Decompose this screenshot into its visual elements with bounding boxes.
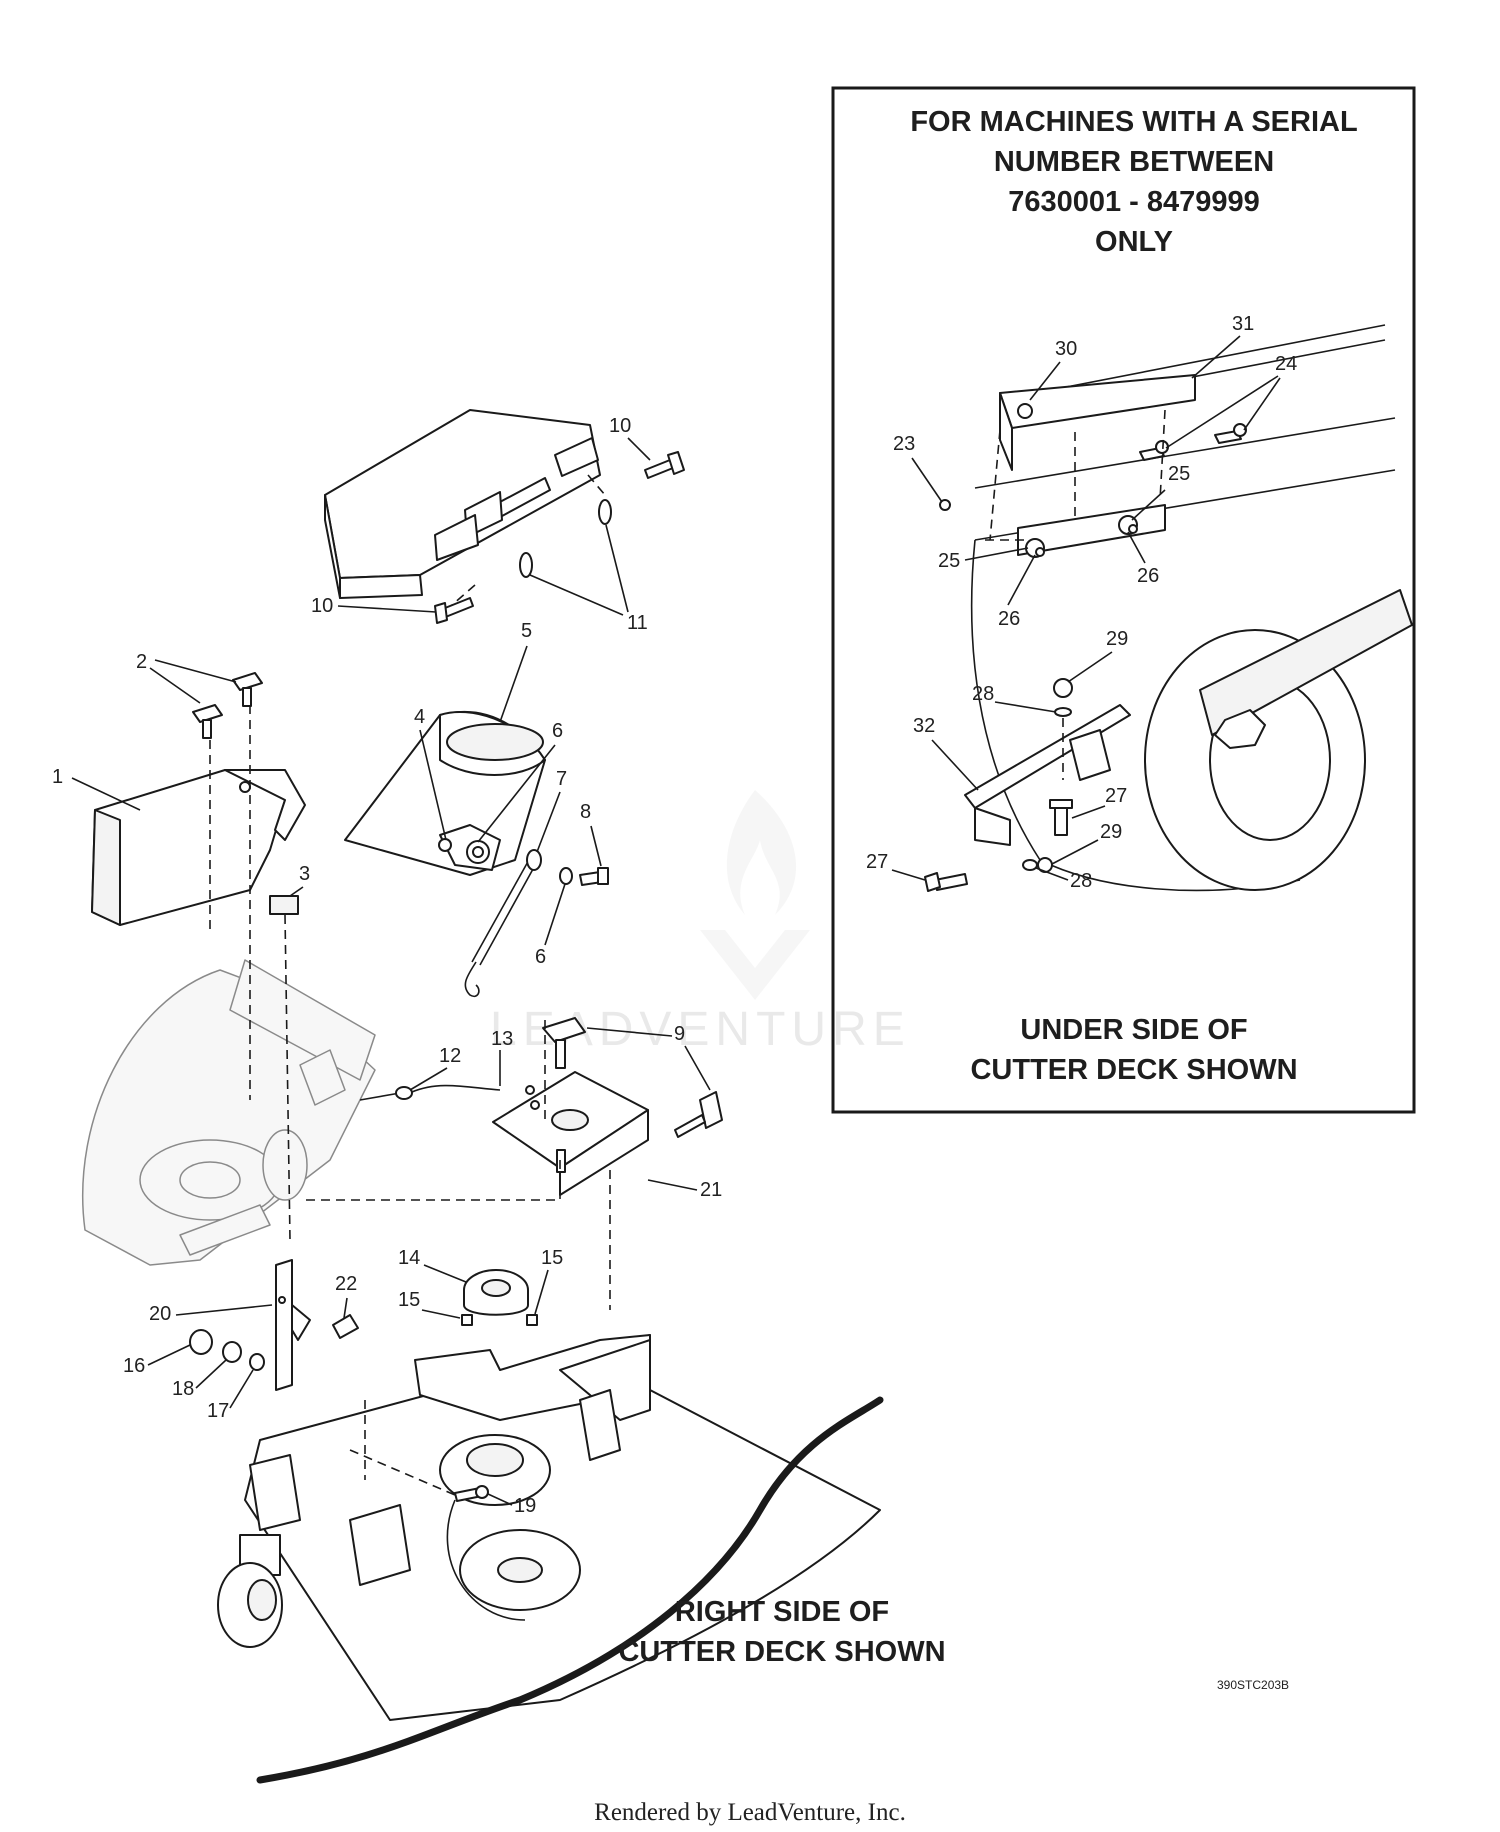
inset-bolt-27-side xyxy=(924,872,968,892)
main-caption-line1: RIGHT SIDE OF xyxy=(675,1596,889,1628)
callout-26-left: 26 xyxy=(998,608,1020,630)
pulley-14 xyxy=(463,1269,529,1316)
callout-8: 8 xyxy=(580,801,591,823)
callout-13: 13 xyxy=(491,1028,513,1050)
knob-2-left xyxy=(192,704,223,739)
inset-washer-28 xyxy=(1054,707,1072,717)
stud-9 xyxy=(556,1149,566,1173)
inset-washer-28b xyxy=(1022,859,1038,871)
pad-3 xyxy=(269,895,299,915)
bolt-8 xyxy=(579,867,609,886)
callout-22: 22 xyxy=(335,1273,357,1295)
callout-29-top: 29 xyxy=(1106,628,1128,650)
inset-bolt-27 xyxy=(1049,799,1073,836)
chute-assembly-lines xyxy=(451,474,606,606)
watermark-logo-icon xyxy=(700,790,810,1000)
callout-4: 4 xyxy=(414,706,425,728)
washer-6 xyxy=(559,867,573,885)
callout-24: 24 xyxy=(1275,353,1297,375)
inset-callouts: 30 31 24 23 25 25 26 26 29 28 32 27 29 2… xyxy=(866,313,1297,892)
callout-30: 30 xyxy=(1055,338,1077,360)
inset-caption-line1: UNDER SIDE OF xyxy=(1020,1014,1247,1046)
callout-27-left: 27 xyxy=(866,851,888,873)
spring-7 xyxy=(464,849,542,998)
callout-16: 16 xyxy=(123,1355,145,1377)
clip-22 xyxy=(332,1314,359,1339)
chute-cover-part xyxy=(324,409,601,599)
inset-bolts-24 xyxy=(1139,423,1247,461)
hinge-pin-10-top xyxy=(644,451,685,479)
callout-1: 1 xyxy=(52,766,63,788)
callout-28-top: 28 xyxy=(972,683,994,705)
callout-7: 7 xyxy=(556,768,567,790)
inset-blade-hub xyxy=(1144,589,1413,891)
callout-9: 9 xyxy=(674,1023,685,1045)
bracket-21-part xyxy=(492,1071,649,1196)
callout-5: 5 xyxy=(521,620,532,642)
callout-6-top: 6 xyxy=(552,720,563,742)
knob-9-side xyxy=(674,1091,723,1138)
inset-heading-line1: FOR MACHINES WITH A SERIAL xyxy=(910,106,1357,138)
callout-14: 14 xyxy=(398,1247,420,1269)
caster-wheel xyxy=(217,1534,283,1648)
inset-frame xyxy=(831,86,1416,1114)
callout-19: 19 xyxy=(514,1495,536,1517)
callout-17: 17 xyxy=(207,1400,229,1422)
inset-bracket-31 xyxy=(999,374,1196,471)
setscrew-15-left xyxy=(461,1314,473,1326)
callout-18: 18 xyxy=(172,1378,194,1400)
drawing-code: 390STC203B xyxy=(1217,1678,1289,1692)
cutter-deck-part xyxy=(244,1334,881,1721)
callout-29-bottom: 29 xyxy=(1100,821,1122,843)
lever-bracket-20 xyxy=(275,1259,311,1391)
callout-20: 20 xyxy=(149,1303,171,1325)
inset-heading-line3: 7630001 - 8479999 xyxy=(1008,186,1260,218)
inset-plate-25 xyxy=(1017,504,1166,558)
callout-10-bottom: 10 xyxy=(311,595,333,617)
callout-31: 31 xyxy=(1232,313,1254,335)
callout-11: 11 xyxy=(627,612,648,634)
inset-nut-23 xyxy=(939,499,951,511)
setscrew-15-right xyxy=(526,1314,538,1326)
cover-1-part xyxy=(91,769,306,926)
footer-credit: Rendered by LeadVenture, Inc. xyxy=(594,1799,906,1826)
bolt-19 xyxy=(454,1485,489,1502)
inset-caption-line2: CUTTER DECK SHOWN xyxy=(970,1054,1297,1086)
callout-15-right: 15 xyxy=(541,1247,563,1269)
inset-nut-30 xyxy=(1017,403,1033,419)
inset-heading-line2: NUMBER BETWEEN xyxy=(994,146,1274,178)
main-caption-line2: CUTTER DECK SHOWN xyxy=(618,1636,945,1668)
knob-9-top xyxy=(542,1017,586,1069)
inset-baffle-32 xyxy=(964,704,1131,846)
hairpin-clip-11 xyxy=(519,499,612,578)
callout-28-bottom: 28 xyxy=(1070,870,1092,892)
ground-cable-line xyxy=(256,1396,884,1784)
callout-6-bottom: 6 xyxy=(535,946,546,968)
hinge-pin-10-bottom xyxy=(434,597,474,624)
callout-32: 32 xyxy=(913,715,935,737)
callout-3: 3 xyxy=(299,863,310,885)
knob-2-right xyxy=(232,672,263,707)
main-callouts: 10 10 11 5 2 1 4 6 7 8 3 6 9 12 13 21 14… xyxy=(52,415,722,1517)
discharge-chute-part xyxy=(344,710,546,876)
callout-26-right: 26 xyxy=(1137,565,1159,587)
main-assembly-lines xyxy=(209,705,611,1496)
ghost-deck-assembly xyxy=(81,959,376,1266)
callout-25-right: 25 xyxy=(1168,463,1190,485)
callout-10-top: 10 xyxy=(609,415,631,437)
inset-nut-29 xyxy=(1053,678,1073,698)
callout-25-left: 25 xyxy=(938,550,960,572)
callout-21: 21 xyxy=(700,1179,722,1201)
inset-heading-line4: ONLY xyxy=(1095,226,1173,258)
callout-12: 12 xyxy=(439,1045,461,1067)
cable-12 xyxy=(359,1084,535,1101)
callout-15-left: 15 xyxy=(398,1289,420,1311)
callout-2: 2 xyxy=(136,651,147,673)
callout-27-right: 27 xyxy=(1105,785,1127,807)
callout-23: 23 xyxy=(893,433,915,455)
hardware-16-17-18 xyxy=(189,1329,265,1371)
